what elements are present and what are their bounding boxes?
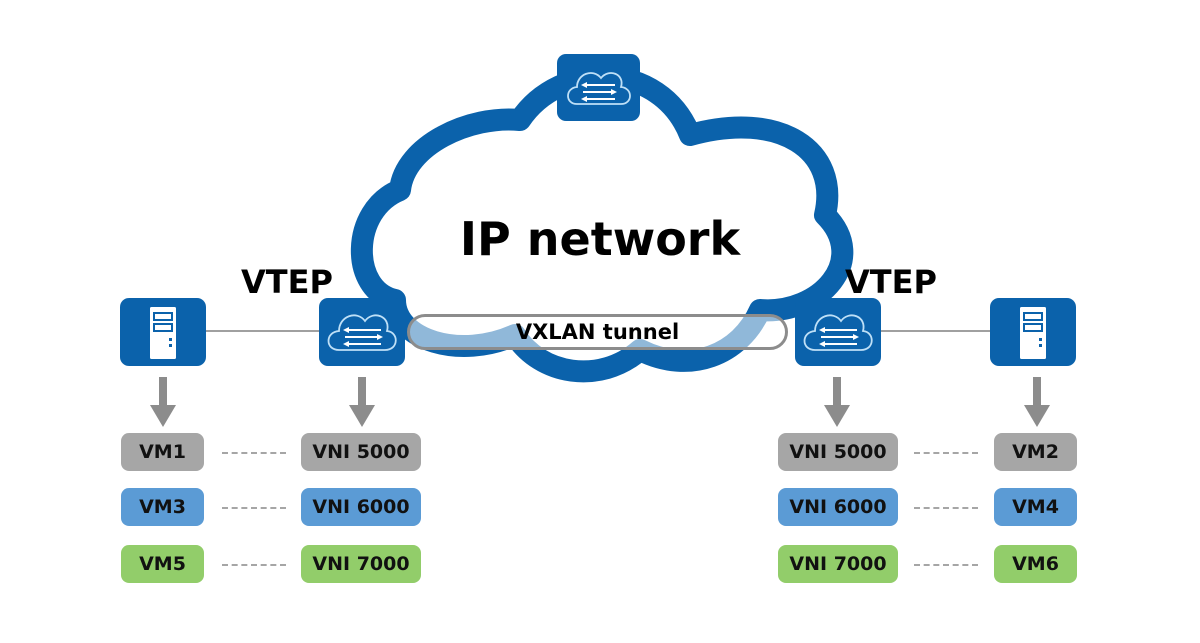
cloud-title: IP network (459, 212, 741, 266)
cloud-switch-icon (327, 314, 397, 351)
vxlan-tunnel: VXLAN tunnel (407, 314, 788, 350)
vm-pill[interactable]: VM3 (121, 488, 204, 526)
mapping-dash (222, 452, 286, 454)
down-arrow-icon (349, 377, 375, 427)
vm-pill[interactable]: VM1 (121, 433, 204, 471)
link-left-host-vtep (204, 330, 320, 332)
mapping-dash (222, 564, 286, 566)
mapping-dash (914, 452, 978, 454)
vxlan-tunnel-label: VXLAN tunnel (515, 320, 680, 344)
vm-pill[interactable]: VM5 (121, 545, 204, 583)
down-arrow-icon (150, 377, 176, 427)
vni-pill[interactable]: VNI 7000 (778, 545, 898, 583)
down-arrow-icon (824, 377, 850, 427)
right-vtep-device[interactable] (795, 298, 881, 366)
vni-pill[interactable]: VNI 6000 (778, 488, 898, 526)
left-host-device[interactable] (120, 298, 206, 366)
mapping-dash (914, 507, 978, 509)
vni-pill[interactable]: VNI 6000 (301, 488, 421, 526)
vm-pill[interactable]: VM4 (994, 488, 1077, 526)
cloud-switch-icon (567, 72, 631, 105)
vm-pill[interactable]: VM2 (994, 433, 1077, 471)
server-icon (1020, 307, 1046, 359)
top-vtep-device[interactable] (557, 54, 640, 121)
mapping-dash (914, 564, 978, 566)
down-arrow-icon (1024, 377, 1050, 427)
vtep-left-label: VTEP (241, 263, 333, 301)
server-icon (150, 307, 176, 359)
cloud-switch-icon (803, 314, 873, 351)
cloud-outline (350, 65, 854, 383)
vni-pill[interactable]: VNI 5000 (778, 433, 898, 471)
mapping-dash (222, 507, 286, 509)
left-vtep-device[interactable] (319, 298, 405, 366)
vni-pill[interactable]: VNI 5000 (301, 433, 421, 471)
vtep-right-label: VTEP (845, 263, 937, 301)
link-right-vtep-host (880, 330, 992, 332)
right-host-device[interactable] (990, 298, 1076, 366)
vni-pill[interactable]: VNI 7000 (301, 545, 421, 583)
vm-pill[interactable]: VM6 (994, 545, 1077, 583)
